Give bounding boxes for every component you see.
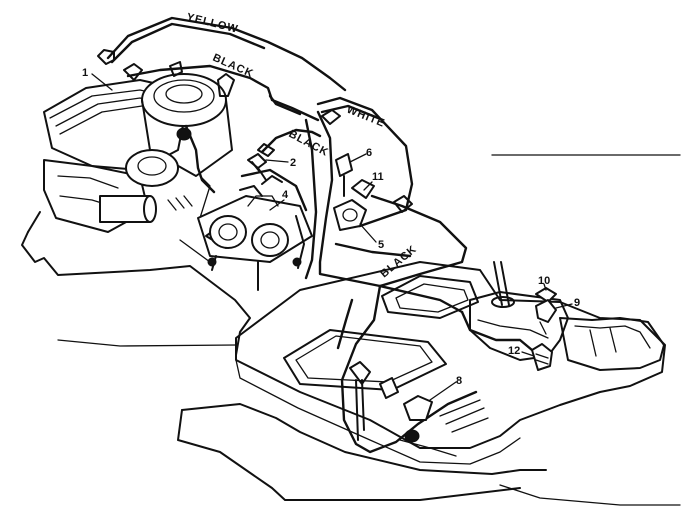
- callout-11: 11: [372, 171, 384, 183]
- mower-frame: [21, 154, 681, 506]
- callout-4: 4: [282, 189, 289, 201]
- label-black-top: BLACK: [211, 52, 256, 81]
- callout-8: 8: [456, 375, 462, 387]
- label-black-low: BLACK: [378, 243, 419, 280]
- callout-1: 1: [82, 67, 88, 79]
- callout-5: 5: [378, 239, 384, 251]
- engine: [43, 73, 235, 263]
- callout-9: 9: [574, 297, 580, 309]
- callout-2: 2: [290, 157, 296, 169]
- callout-6: 6: [366, 147, 372, 159]
- callout-12: 12: [508, 345, 520, 357]
- callout-10: 10: [538, 275, 550, 287]
- connectors: [97, 49, 557, 457]
- callouts: 1 2 4 6 11 5 10 9 12 8: [82, 67, 580, 401]
- wiring-harness: [106, 16, 534, 454]
- starter-solenoid-assembly: [197, 175, 313, 291]
